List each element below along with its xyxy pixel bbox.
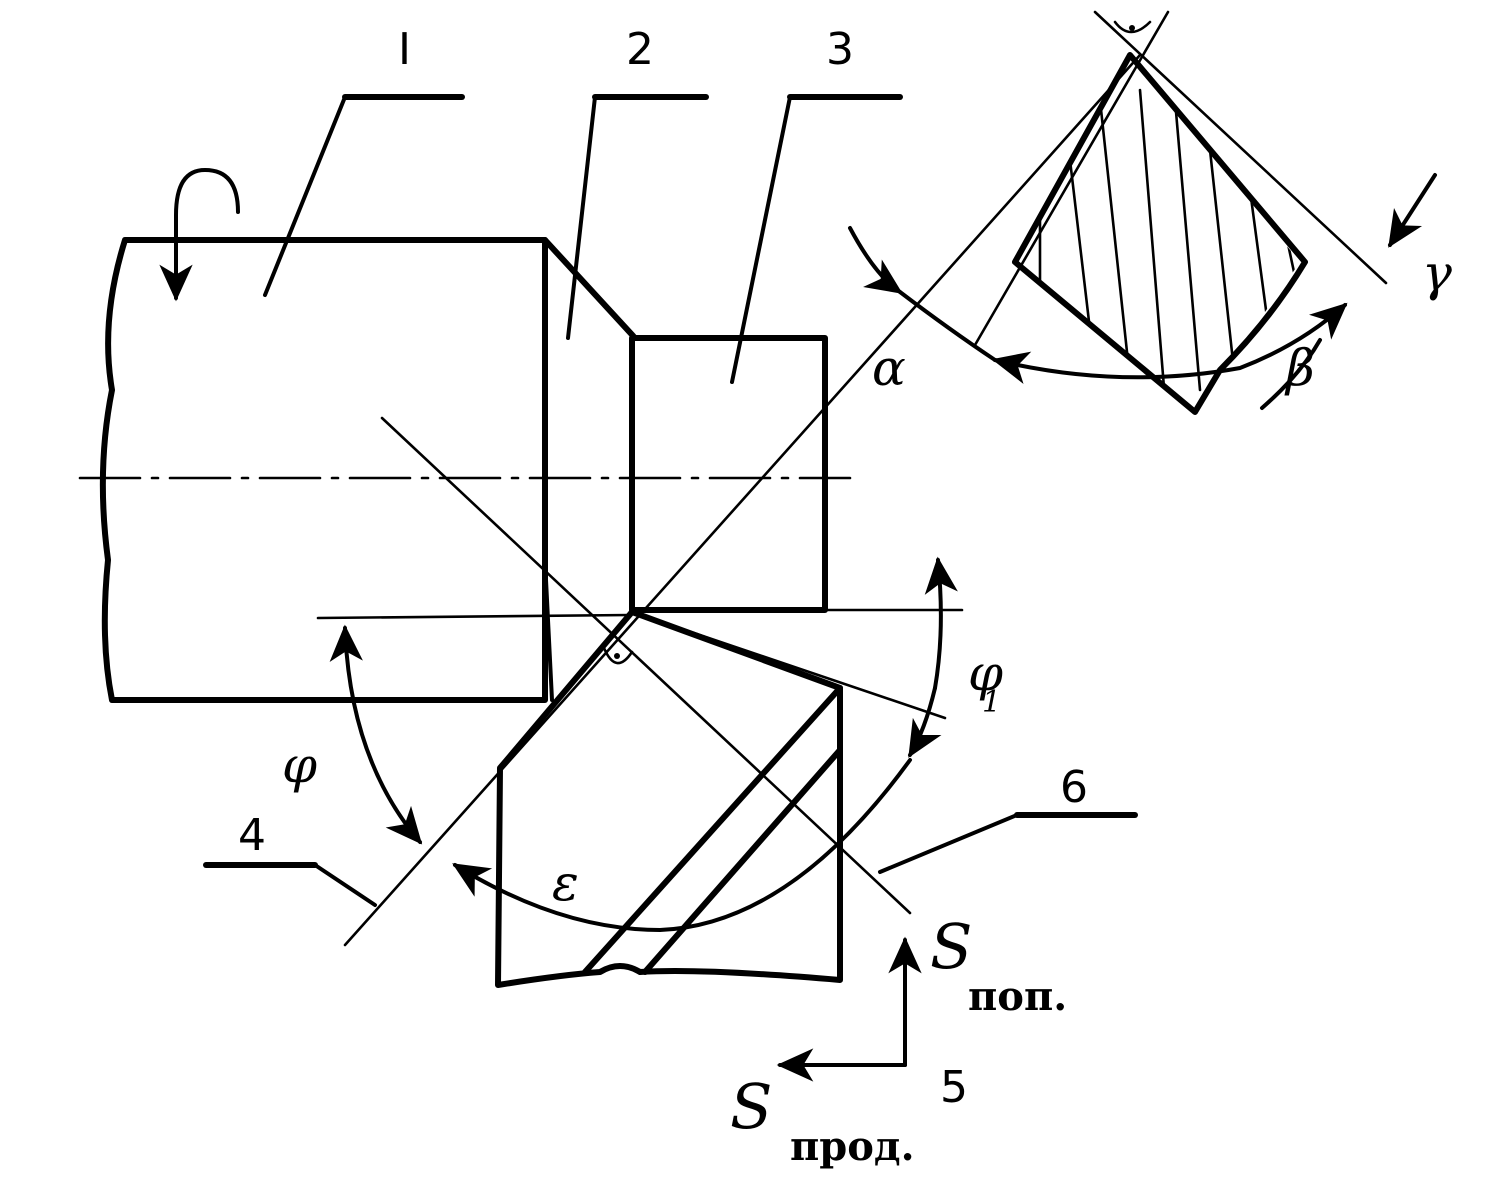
leader-6: [878, 813, 1019, 874]
beta-arc: [991, 302, 1348, 384]
bisector-line: [380, 416, 912, 915]
feed-arrows: [776, 936, 922, 1082]
workpiece: [78, 168, 852, 703]
label-part-4: 4: [238, 810, 266, 861]
leader-1: [263, 95, 347, 297]
construction-lines: [316, 53, 1142, 947]
chamfer-line: [542, 237, 638, 341]
gamma-arrow: [1388, 173, 1437, 248]
label-alpha: α: [872, 339, 906, 397]
phi-arc: [329, 624, 423, 845]
label-phi1-subscript: 1: [982, 685, 1001, 720]
cross-section: [848, 10, 1437, 415]
phi1-arc-a: [924, 556, 958, 690]
rake-edge-1: [582, 685, 843, 975]
section-right-angle-dot: [1129, 25, 1135, 31]
alpha-arrow-top: [848, 226, 903, 294]
label-part-2: 2: [626, 24, 654, 75]
right-angle-dot: [614, 653, 620, 659]
leader-4: [313, 863, 377, 907]
rake-edge-2: [642, 747, 843, 975]
text-labels: I 2 3 4 5 6 φ φ 1 ε α β γ S поп. S прод.: [238, 24, 1452, 1170]
tool-body: [495, 609, 843, 988]
step-edge: [543, 558, 554, 702]
label-feed-transverse-symbol: S: [930, 910, 972, 983]
label-feed-transverse-sub: поп.: [968, 973, 1067, 1020]
label-feed-longitudinal-sub: прод.: [790, 1123, 915, 1170]
label-part-1: I: [398, 24, 411, 75]
section-hatching: [1038, 88, 1300, 402]
alpha-arc: [898, 290, 997, 362]
label-beta: β: [1284, 339, 1315, 397]
rotation-arrow: [159, 168, 240, 302]
machined-step: [629, 335, 828, 613]
rake-plane-line: [1093, 10, 1388, 285]
leader-3: [730, 95, 792, 384]
workpiece-body: [99, 237, 548, 703]
label-epsilon: ε: [552, 854, 579, 912]
label-part-3: 3: [826, 24, 854, 75]
section-right-angle-mark: [1113, 20, 1152, 34]
beta-tail: [1260, 338, 1322, 410]
flank-plane-line: [973, 10, 1170, 347]
phi1-arc-b: [908, 686, 942, 758]
leader-lines: [203, 94, 1138, 907]
label-gamma: γ: [1422, 244, 1452, 302]
epsilon-arc: [452, 758, 912, 932]
aux-edge-extension: [630, 610, 947, 720]
label-phi1: φ: [968, 644, 1003, 702]
angle-arcs: [329, 556, 958, 932]
section-trace-line: [343, 53, 1142, 947]
label-part-5: 5: [940, 1062, 968, 1113]
label-feed-longitudinal-symbol: S: [730, 1070, 772, 1143]
label-part-6: 6: [1060, 762, 1088, 813]
leader-2: [566, 95, 597, 340]
label-phi: φ: [282, 736, 317, 794]
feed-reference-line: [316, 613, 632, 620]
